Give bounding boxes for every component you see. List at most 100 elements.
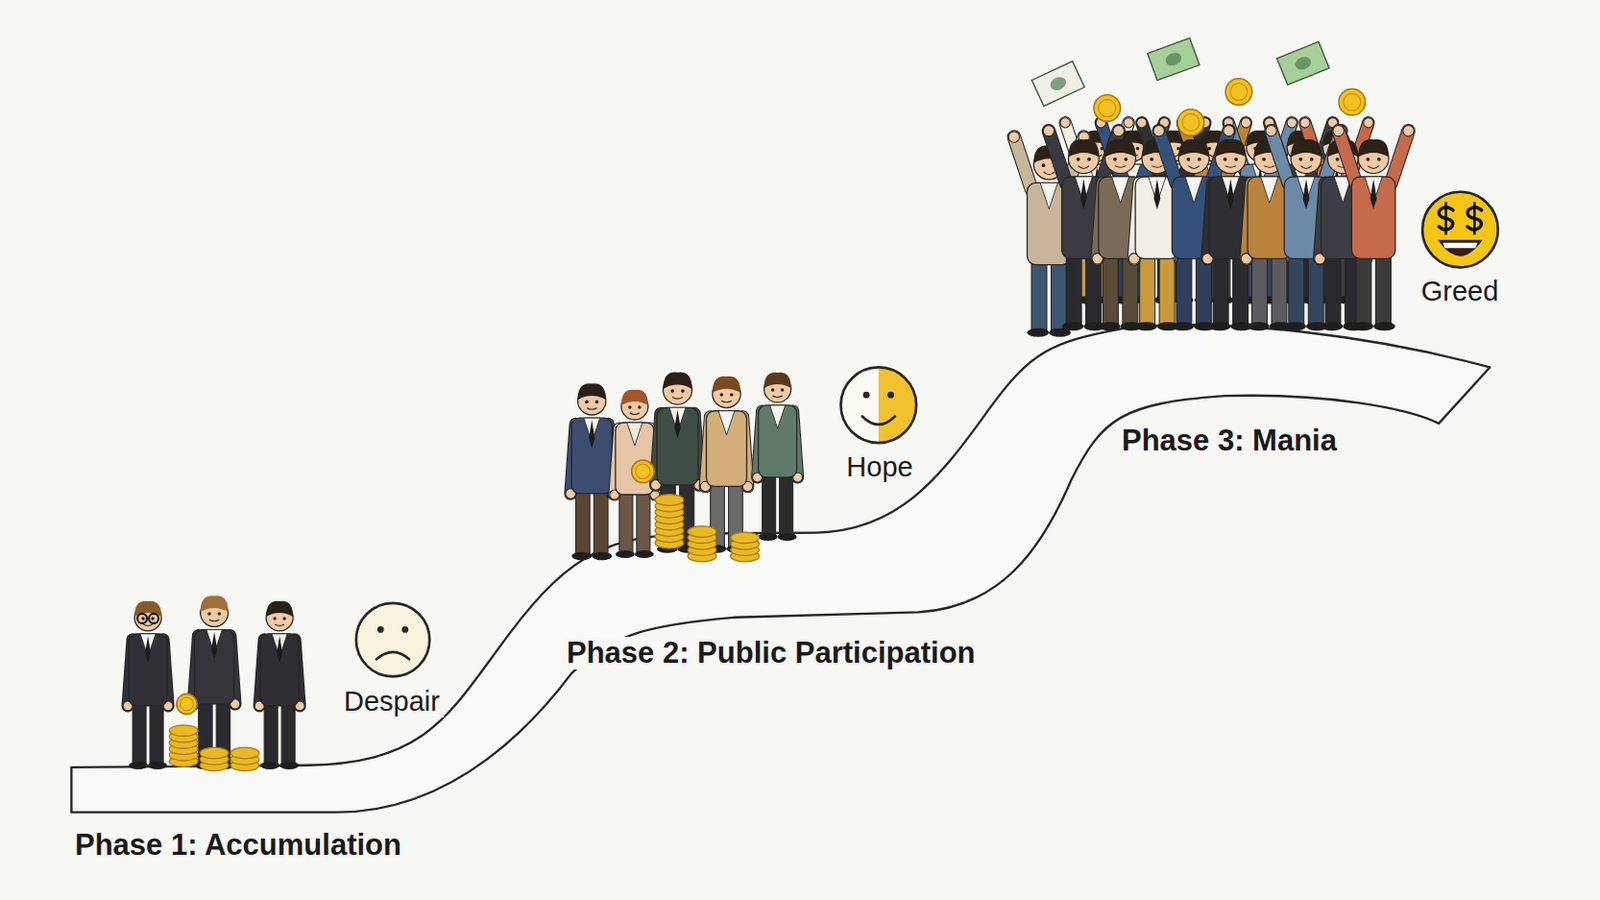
eye <box>141 616 145 620</box>
emotion-label: Greed <box>1417 276 1504 308</box>
mouth <box>209 619 219 622</box>
hand <box>1403 125 1414 137</box>
person-figure <box>1333 125 1414 332</box>
eye <box>1309 157 1314 162</box>
hand <box>1060 118 1070 128</box>
leg <box>1288 251 1305 325</box>
eye <box>680 388 685 393</box>
shirt <box>770 405 786 429</box>
coin-stack <box>199 747 229 771</box>
hair <box>621 389 649 406</box>
smile <box>862 415 896 424</box>
hand <box>1240 118 1251 128</box>
flying-coin <box>1093 95 1121 122</box>
shoe <box>1027 328 1050 338</box>
leg <box>619 488 633 554</box>
shoe <box>128 761 148 770</box>
eye <box>1187 157 1191 162</box>
shoe <box>571 552 592 560</box>
eye <box>401 626 409 633</box>
trend-ribbon <box>71 324 1490 812</box>
eye <box>1136 146 1140 151</box>
tie <box>1080 178 1088 210</box>
eye <box>780 387 784 391</box>
shirt <box>718 411 735 436</box>
arm-outline <box>1048 130 1067 184</box>
mouth <box>1300 166 1311 170</box>
shoe <box>1098 321 1121 331</box>
mouth <box>274 624 285 626</box>
mouth <box>1115 166 1126 169</box>
face <box>1422 192 1499 268</box>
leg <box>1176 251 1192 325</box>
flying-coin <box>631 460 655 483</box>
eye <box>637 405 641 409</box>
tie <box>1370 178 1378 210</box>
shirt <box>1112 176 1130 203</box>
face-outline <box>841 366 918 443</box>
leg <box>762 471 776 536</box>
eye <box>1234 157 1238 162</box>
shoe <box>1209 321 1232 331</box>
eye <box>584 400 589 405</box>
leg <box>1325 251 1341 325</box>
note-seal <box>1293 54 1314 73</box>
arm-outline <box>1390 130 1408 184</box>
tie <box>145 635 151 663</box>
tie <box>211 631 218 660</box>
flying-coin <box>176 693 197 714</box>
leg <box>1102 251 1118 325</box>
shoe <box>1351 321 1374 331</box>
eye <box>628 405 631 409</box>
arm <box>1159 130 1177 184</box>
eye <box>1197 157 1202 162</box>
leg <box>575 487 590 556</box>
person-figure <box>254 601 305 770</box>
mouth <box>773 395 783 397</box>
tie <box>276 635 283 663</box>
coin <box>199 747 229 759</box>
coin <box>1177 109 1205 137</box>
arm <box>1338 130 1357 184</box>
shoe <box>1284 321 1307 331</box>
frown <box>376 652 410 659</box>
shirt <box>627 422 643 446</box>
mouth <box>586 408 598 411</box>
leg <box>1031 258 1047 332</box>
investor-group <box>122 595 305 771</box>
hair <box>712 376 741 393</box>
arm-outline <box>1014 137 1032 191</box>
coin-rim <box>1098 99 1116 118</box>
leg <box>636 488 651 554</box>
leg <box>132 700 146 765</box>
hair <box>1067 139 1099 157</box>
dollar-eye-bar <box>1473 201 1477 235</box>
shoe <box>1135 321 1158 331</box>
leg <box>1066 251 1082 325</box>
leg <box>1212 251 1229 325</box>
despair-face <box>356 603 431 677</box>
shoe <box>1247 321 1270 331</box>
coin <box>1225 78 1253 106</box>
hand <box>1363 118 1374 128</box>
hand <box>1042 125 1054 137</box>
bank-note <box>1147 38 1200 81</box>
hair <box>266 601 293 617</box>
eye <box>1123 157 1128 162</box>
hand <box>1123 118 1134 128</box>
coin <box>230 747 260 759</box>
torso <box>260 633 299 706</box>
shirt <box>1040 182 1058 209</box>
eye <box>887 391 895 399</box>
hair <box>1214 139 1246 157</box>
coin <box>169 725 198 737</box>
tie <box>1227 178 1235 210</box>
note-body <box>1277 41 1330 85</box>
eye <box>1261 157 1266 162</box>
leg <box>779 471 794 536</box>
eye <box>771 387 775 391</box>
torso <box>615 422 655 495</box>
bank-note <box>1277 41 1330 85</box>
mouth <box>1225 166 1237 169</box>
